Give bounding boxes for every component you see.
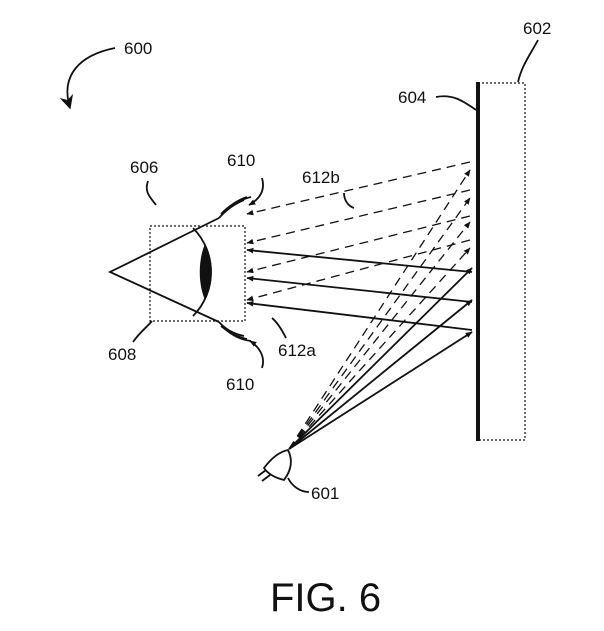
- eye: [107, 217, 220, 323]
- eyelashes-top: [218, 196, 252, 219]
- label-610-top: 610: [227, 151, 255, 170]
- label-601: 601: [311, 484, 339, 503]
- rays-incident-solid: [288, 267, 473, 450]
- light-source: [257, 448, 292, 482]
- label-600-arrow: [59, 47, 116, 110]
- eyelashes-bottom: [218, 321, 252, 342]
- label-604: 604: [398, 88, 426, 107]
- label-606: 606: [130, 158, 158, 177]
- label-606-leader: [145, 180, 157, 206]
- label-602-leader: [517, 39, 539, 83]
- rays-reflected-dashed: [246, 161, 471, 302]
- label-610-bottom-arrow: [249, 340, 264, 369]
- label-610-top-arrow: [248, 177, 264, 206]
- rays-reflected-solid: [246, 247, 473, 331]
- label-610-bottom: 610: [226, 375, 254, 394]
- eye-box: [149, 225, 246, 322]
- label-608: 608: [108, 345, 136, 364]
- label-612a: 612a: [278, 341, 316, 360]
- display-panel: [477, 82, 526, 441]
- rays-incident-dashed: [288, 169, 471, 450]
- label-612b-leader: [343, 192, 355, 209]
- label-612b: 612b: [302, 168, 340, 187]
- label-601-leader: [287, 477, 310, 493]
- figure-caption: FIG. 6: [270, 576, 381, 620]
- label-600: 600: [124, 39, 152, 58]
- label-602: 602: [523, 19, 551, 38]
- label-612a-leader: [271, 317, 287, 339]
- label-604-leader: [435, 95, 477, 111]
- label-608-leader: [132, 320, 153, 343]
